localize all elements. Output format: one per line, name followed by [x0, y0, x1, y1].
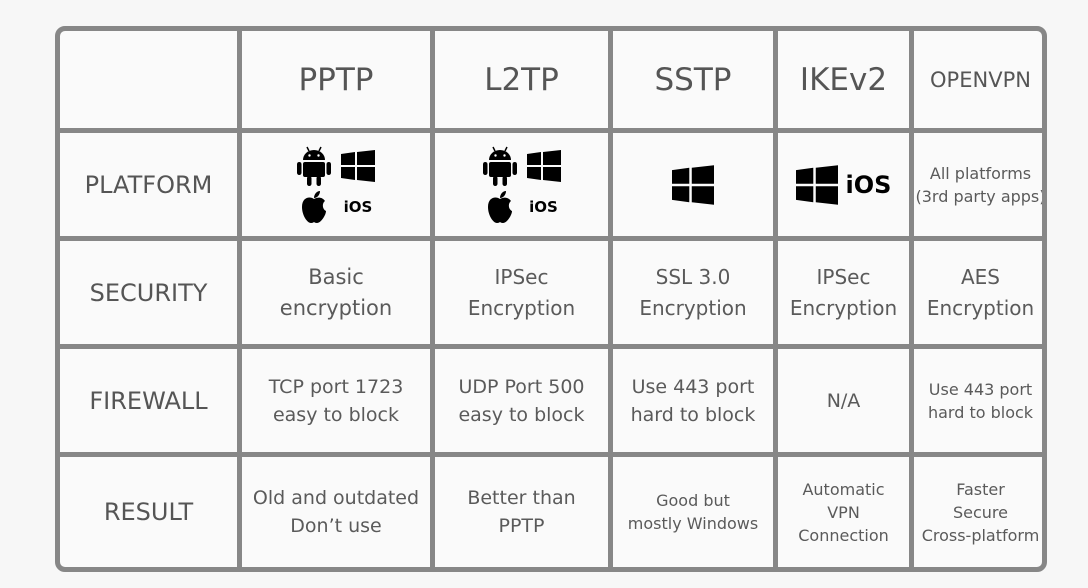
cell-line: Use 443 port — [928, 379, 1033, 399]
divider — [60, 344, 1042, 349]
column-header-l2tp: L2TP — [484, 61, 559, 98]
result-openvpn: Faster Secure Cross-platform — [914, 457, 1042, 567]
cell-line: Secure — [952, 502, 1008, 522]
column-header-openvpn: OPENVPN — [930, 67, 1031, 92]
cell-line: Old and outdated — [252, 487, 420, 509]
cell-line: encryption — [279, 295, 393, 320]
row-header-firewall: FIREWALL — [89, 386, 208, 415]
firewall-pptp: TCP port 1723 easy to block — [242, 349, 430, 452]
cell-line: easy to block — [458, 403, 585, 426]
result-pptp: Old and outdated Don’t use — [242, 457, 430, 567]
firewall-sstp: Use 443 port hard to block — [613, 349, 773, 452]
security-openvpn: AES Encryption — [914, 241, 1042, 344]
divider — [608, 31, 613, 567]
result-ikev2: Automatic VPN Connection — [778, 457, 909, 567]
cell-line: UDP Port 500 — [458, 375, 585, 398]
security-pptp: Basic encryption — [242, 241, 430, 344]
apple-icon — [487, 190, 512, 223]
row-header-result: RESULT — [103, 498, 194, 526]
cell-line: Cross-platform — [921, 525, 1040, 545]
cell-line: AES — [960, 264, 1000, 289]
cell-line: hard to block — [630, 403, 756, 426]
cell-line: Don’t use — [290, 515, 382, 537]
cell-line: Encryption — [639, 295, 747, 320]
divider — [430, 31, 435, 567]
cell-line: N/A — [826, 389, 861, 412]
cell-line: VPN — [827, 502, 860, 522]
ios-label: iOS — [343, 197, 373, 216]
divider — [60, 128, 1042, 133]
android-icon — [297, 146, 331, 186]
cell-line: Automatic — [802, 479, 885, 499]
cell-line: Faster — [956, 479, 1005, 499]
cell-line: IPSec — [816, 264, 871, 289]
divider — [60, 452, 1042, 457]
cell-line: Encryption — [789, 295, 898, 320]
cell-line: Use 443 port — [631, 375, 755, 398]
cell-line: hard to block — [927, 402, 1034, 422]
apple-icon — [302, 190, 326, 223]
cell-line: Good but — [656, 491, 730, 510]
platform-sstp — [613, 133, 773, 236]
column-header-ikev2: IKEv2 — [799, 61, 888, 98]
platform-l2tp: iOS — [435, 133, 608, 236]
cell-line: Better than — [467, 487, 576, 509]
android-icon — [482, 146, 517, 186]
security-l2tp: IPSec Encryption — [435, 241, 608, 344]
windows-icon — [795, 164, 838, 205]
cell-line: mostly Windows — [627, 514, 759, 533]
column-header-pptp: PPTP — [298, 61, 374, 98]
firewall-ikev2: N/A — [778, 349, 909, 452]
ios-label: iOS — [845, 170, 892, 199]
firewall-l2tp: UDP Port 500 easy to block — [435, 349, 608, 452]
platform-openvpn: All platforms (3rd party apps) — [914, 133, 1046, 236]
cell-line: Encryption — [926, 295, 1035, 320]
divider — [237, 31, 242, 567]
cell-line: (3rd party apps) — [915, 186, 1046, 206]
divider — [909, 31, 914, 567]
row-header-platform: PLATFORM — [84, 170, 213, 199]
platform-pptp: iOS — [242, 133, 430, 236]
result-sstp: Good but mostly Windows — [613, 457, 773, 567]
cell-line: TCP port 1723 — [268, 375, 404, 398]
cell-line: SSL 3.0 — [655, 264, 731, 289]
windows-icon — [672, 164, 714, 205]
cell-line: Basic — [308, 264, 364, 289]
cell-line: Connection — [798, 525, 889, 545]
firewall-openvpn: Use 443 port hard to block — [914, 349, 1042, 452]
security-sstp: SSL 3.0 Encryption — [613, 241, 773, 344]
windows-icon — [526, 149, 561, 182]
security-ikev2: IPSec Encryption — [778, 241, 909, 344]
cell-line: PPTP — [498, 515, 545, 537]
column-header-sstp: SSTP — [654, 61, 732, 98]
ios-label: iOS — [529, 197, 558, 216]
result-l2tp: Better than PPTP — [435, 457, 608, 567]
divider — [773, 31, 778, 567]
cell-line: All platforms — [929, 163, 1032, 183]
row-header-security: SECURITY — [89, 278, 208, 307]
cell-line: easy to block — [272, 403, 400, 426]
platform-ikev2: iOS — [778, 133, 909, 236]
cell-line: Encryption — [467, 295, 576, 320]
vpn-protocol-comparison-table: PPTP L2TP SSTP IKEv2 OPENVPN PLATFORM SE… — [55, 26, 1047, 572]
divider — [60, 236, 1042, 241]
cell-line: IPSec — [494, 264, 549, 289]
windows-icon — [341, 149, 375, 182]
